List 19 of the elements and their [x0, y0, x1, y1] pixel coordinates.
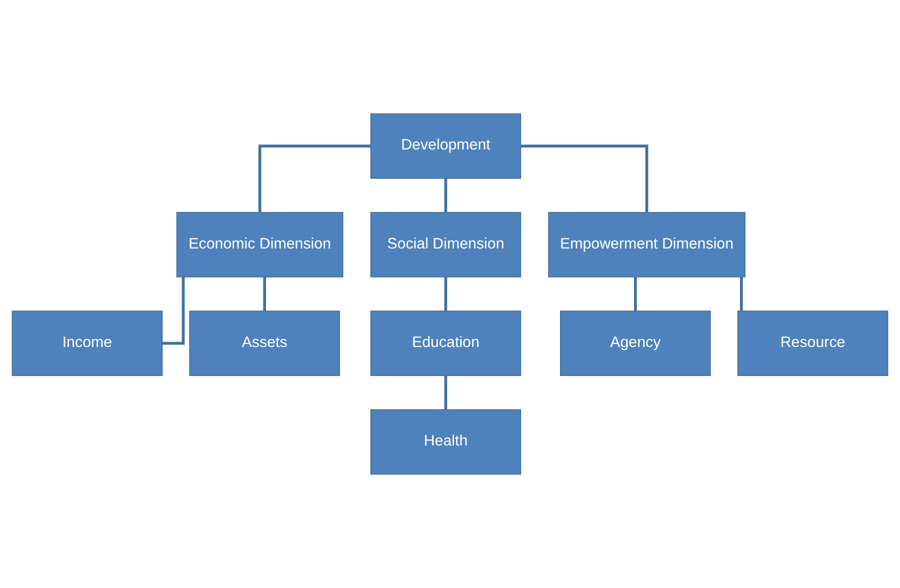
node-box: Resource [737, 310, 888, 376]
node-box: Agency [560, 310, 711, 376]
node-box: Development [370, 113, 522, 179]
connector [634, 276, 637, 311]
connector [263, 276, 266, 311]
node-box: Health [370, 409, 522, 475]
connector [444, 276, 448, 311]
node-box: Income [12, 310, 163, 376]
node-box: Social Dimension [370, 212, 522, 278]
node-box: Empowerment Dimension [548, 212, 746, 278]
connector [162, 276, 185, 345]
node-box: Education [370, 310, 522, 376]
node-box: Economic Dimension [176, 212, 344, 278]
connector [740, 276, 743, 311]
connector [520, 144, 648, 212]
connector [258, 144, 371, 212]
connector [444, 376, 448, 410]
node-box: Assets [189, 310, 340, 376]
connector [444, 178, 448, 212]
